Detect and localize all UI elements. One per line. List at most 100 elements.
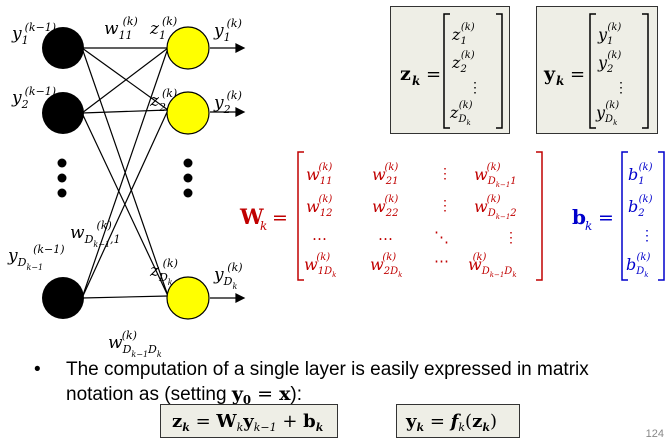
output-node <box>166 276 210 320</box>
svg-text:w21(k): w21(k) <box>372 162 398 187</box>
svg-text:z1(k): z1(k) <box>451 22 475 47</box>
y-lhs: y <box>543 63 556 85</box>
input-node <box>42 92 84 134</box>
input-label-1: y1(k−1) <box>12 21 57 47</box>
svg-text:=: = <box>426 64 441 85</box>
dot <box>183 158 193 168</box>
input-label-2: y2(k−1) <box>12 85 57 111</box>
network-edges <box>81 47 169 299</box>
setting-rhs: x <box>279 383 291 405</box>
eq1-box <box>160 404 338 438</box>
svg-text:y1(k): y1(k) <box>597 22 621 47</box>
output-label-3: yDk(k) <box>214 261 243 291</box>
b-lhs-sub: k <box>585 219 592 233</box>
network-diagram <box>42 26 246 320</box>
arrow-head <box>235 293 246 303</box>
z-label-3: zDk(k) <box>150 257 178 287</box>
dot <box>57 188 67 198</box>
svg-text:⋮: ⋮ <box>468 80 482 96</box>
z-lhs: z <box>400 63 411 85</box>
eq2: yk = fk(zk) <box>405 411 497 434</box>
arrow-head <box>235 107 246 117</box>
y-vector-equation: y k = y1(k) y2(k) ⋮ yDk(k) <box>543 13 649 129</box>
dot <box>183 173 193 183</box>
weight-label-11: w11(k) <box>104 15 138 42</box>
w-lhs: W <box>239 204 264 229</box>
edge <box>81 47 169 299</box>
input-nodes <box>42 27 84 319</box>
body-line-2-pre: notation as (setting <box>66 384 232 405</box>
edge <box>81 47 169 114</box>
svg-text:b2(k): b2(k) <box>628 194 653 219</box>
ellipsis-dots <box>57 158 193 198</box>
svg-text:…: … <box>312 226 327 244</box>
edge <box>81 47 169 111</box>
z-label-2: z2(k) <box>150 87 178 114</box>
z-vector-equation: z k = z1(k) z2(k) ⋮ zDk(k) <box>400 13 503 129</box>
svg-text:wDk−12(k): wDk−12(k) <box>474 194 517 221</box>
svg-text:wDk−1Dk(k): wDk−1Dk(k) <box>468 252 517 279</box>
svg-text:y2(k): y2(k) <box>597 50 621 75</box>
b-vector-equation: b k = b1(k) b2(k) ⋮ bDk(k) <box>572 151 665 281</box>
eq1: zk = Wkyk−1 + bk <box>172 411 324 434</box>
svg-text:…: … <box>378 226 393 244</box>
svg-text:w1Dk(k): w1Dk(k) <box>304 252 336 279</box>
setting-eq: = <box>251 383 280 405</box>
z-label-1: z1(k) <box>150 15 178 42</box>
svg-text:⋮: ⋮ <box>614 80 628 96</box>
svg-text:⋮: ⋮ <box>504 230 518 246</box>
svg-text:yk = fk(zk): yk = fk(zk) <box>405 411 497 434</box>
eq2-box <box>396 404 520 438</box>
svg-text:w11(k): w11(k) <box>306 162 332 187</box>
svg-text:zDk(k): zDk(k) <box>449 100 473 127</box>
w-matrix-equation: W k = w11(k) w21(k) ⋮ wDk−11(k) w12(k) w… <box>239 151 543 281</box>
body-line-2: notation as (setting y0 = x): <box>66 382 302 412</box>
svg-text:⋱: ⋱ <box>434 228 449 246</box>
svg-text:w12(k): w12(k) <box>306 194 332 219</box>
svg-text:yDk(k): yDk(k) <box>595 100 619 127</box>
svg-text:b1(k): b1(k) <box>628 162 653 187</box>
svg-text:=: = <box>570 64 585 85</box>
body-line-1: The computation of a single layer is eas… <box>66 359 589 380</box>
setting-sub: 0 <box>242 393 252 408</box>
svg-text:wDk−11(k): wDk−11(k) <box>474 162 517 189</box>
z-vector-box <box>390 6 510 134</box>
y-lhs-sub: k <box>556 74 564 88</box>
svg-text:w22(k): w22(k) <box>372 194 398 219</box>
svg-text:bDk(k): bDk(k) <box>626 252 650 279</box>
w-lhs-sub: k <box>260 219 267 233</box>
input-node <box>42 27 84 69</box>
output-label-2: y2(k) <box>214 89 242 116</box>
body-line-2-post: ): <box>290 384 302 405</box>
output-nodes <box>166 26 210 320</box>
b-lhs: b <box>572 205 586 229</box>
dot <box>183 188 193 198</box>
input-label-3: yDk−1(k−1) <box>8 243 65 272</box>
edge <box>81 109 169 299</box>
arrow-head <box>235 43 246 53</box>
input-node <box>42 277 84 319</box>
output-label-1: y1(k) <box>214 17 242 44</box>
y-vector-box <box>536 6 658 134</box>
dot <box>57 173 67 183</box>
page-number: 124 <box>645 428 664 440</box>
svg-text:⋯: ⋯ <box>434 252 449 270</box>
weight-label-d1: wDk−1,1(k) <box>70 219 121 249</box>
svg-text:=: = <box>598 207 614 229</box>
svg-text:⋮: ⋮ <box>438 198 452 214</box>
svg-text:⋮: ⋮ <box>438 166 452 182</box>
bullet-marker: • <box>34 359 41 380</box>
svg-text:z2(k): z2(k) <box>451 50 475 75</box>
output-arrows <box>210 43 246 303</box>
dot <box>57 158 67 168</box>
setting-lhs: y <box>231 383 243 405</box>
output-node <box>166 26 210 70</box>
svg-text:⋮: ⋮ <box>640 228 654 244</box>
z-lhs-sub: k <box>412 74 420 88</box>
svg-text:=: = <box>272 207 288 229</box>
edge <box>81 109 169 114</box>
edge <box>81 295 169 299</box>
output-node <box>166 91 210 135</box>
svg-text:zk = Wkyk−1 + bk: zk = Wkyk−1 + bk <box>172 411 324 434</box>
svg-text:w2Dk(k): w2Dk(k) <box>370 252 402 279</box>
